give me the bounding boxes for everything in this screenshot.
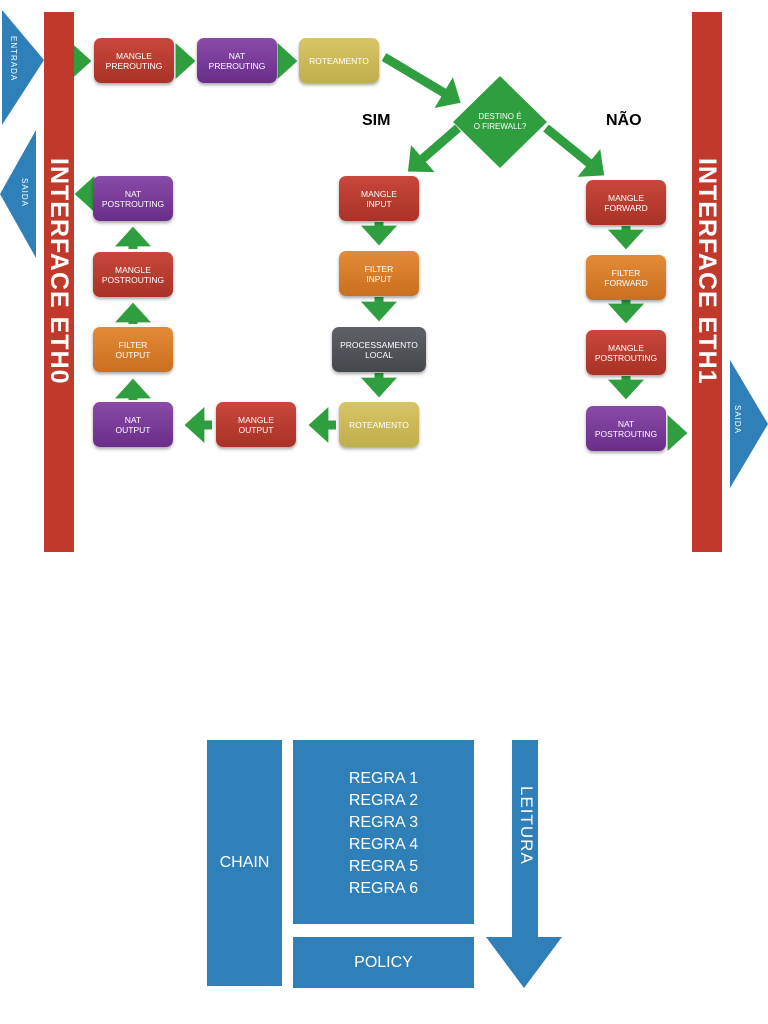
policy-box: POLICY	[293, 937, 474, 988]
mangle-forward-box: MANGLE FORWARD	[586, 180, 666, 225]
saida-left-arrow	[0, 130, 36, 258]
entrada-arrow	[2, 10, 44, 125]
arrow-roteamento-decision	[381, 53, 461, 109]
processamento-local-box: PROCESSAMENTO LOCAL	[332, 327, 426, 372]
rule-item: REGRA 3	[348, 814, 419, 831]
mangle-prerouting-box: MANGLE PREROUTING	[94, 38, 174, 83]
interface-eth1-bar	[692, 12, 722, 552]
sim-label: SIM	[362, 112, 391, 129]
roteamento-bottom-box: ROTEAMENTO	[339, 402, 419, 447]
saida-right-arrow	[730, 360, 768, 488]
nao-label: NÃO	[606, 112, 642, 129]
rule-item: REGRA 1	[348, 770, 419, 787]
rule-item: REGRA 4	[348, 836, 419, 853]
mangle-postrouting-left-box: MANGLE POSTROUTING	[93, 252, 173, 297]
rules-box: REGRA 1 REGRA 2 REGRA 3 REGRA 4 REGRA 5 …	[293, 740, 474, 924]
rule-item: REGRA 2	[348, 792, 419, 809]
entrada-label: ENTRADA	[9, 36, 18, 82]
nat-prerouting-box: NAT PREROUTING	[197, 38, 277, 83]
mangle-output-box: MANGLE OUTPUT	[216, 402, 296, 447]
interface-eth1-label: INTERFACE ETH1	[693, 158, 721, 385]
leitura-arrow	[486, 740, 562, 988]
filter-input-box: FILTER INPUT	[339, 251, 419, 296]
interface-eth0-bar	[44, 12, 74, 552]
nat-output-box: NAT OUTPUT	[93, 402, 173, 447]
chain-box: CHAIN	[207, 740, 282, 986]
rule-item: REGRA 5	[348, 858, 419, 875]
filter-forward-box: FILTER FORWARD	[586, 255, 666, 300]
decision-diamond	[453, 76, 547, 168]
nat-postrouting-left-box: NAT POSTROUTING	[93, 176, 173, 221]
arrow-decision-nao	[543, 124, 605, 177]
roteamento-top-box: ROTEAMENTO	[299, 38, 379, 83]
mangle-postrouting-right-box: MANGLE POSTROUTING	[586, 330, 666, 375]
mangle-input-box: MANGLE INPUT	[339, 176, 419, 221]
leitura-label: LEITURA	[517, 786, 536, 865]
decision-label: DESTINO É O FIREWALL?	[473, 112, 527, 131]
filter-output-box: FILTER OUTPUT	[93, 327, 173, 372]
saida-left-label: SAIDA	[20, 178, 29, 208]
nat-postrouting-right-box: NAT POSTROUTING	[586, 406, 666, 451]
interface-eth0-label: INTERFACE ETH0	[45, 158, 73, 385]
rule-item: REGRA 6	[348, 880, 419, 897]
saida-right-label: SAIDA	[733, 405, 742, 435]
arrow-decision-sim	[407, 124, 461, 173]
